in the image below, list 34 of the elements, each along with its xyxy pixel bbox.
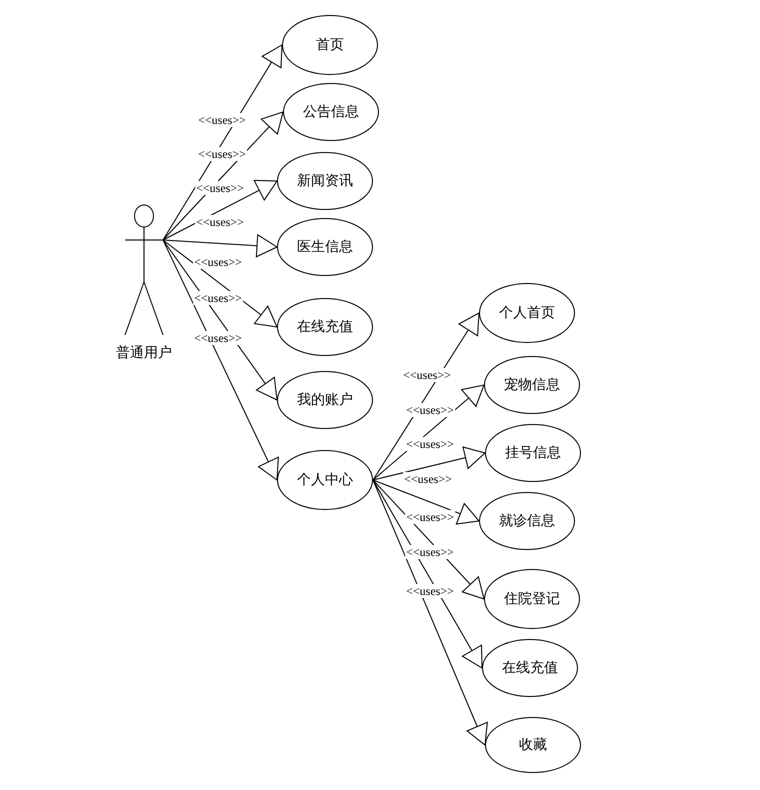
edge-label: <<uses>> <box>402 368 452 382</box>
edge-label: <<uses>> <box>405 437 455 451</box>
edge-label: <<uses>> <box>195 181 245 195</box>
edge-label: <<uses>> <box>405 510 455 524</box>
use-case-name: 我的账户 <box>297 391 353 409</box>
association-arrow <box>372 446 486 480</box>
use-case-name: 个人首页 <box>499 304 555 322</box>
use-case-name: 挂号信息 <box>505 444 561 462</box>
edge-label: <<uses>> <box>197 147 247 161</box>
edge-label: <<uses>> <box>193 331 243 345</box>
use-case-name: 个人中心 <box>297 471 353 489</box>
edge-label: <<uses>> <box>195 215 245 229</box>
association-arrow <box>162 240 279 480</box>
association-arrow <box>162 180 278 240</box>
use-case-name: 在线充值 <box>297 318 353 336</box>
use-case-name: 在线充值 <box>502 659 558 677</box>
actor-name: 普通用户 <box>116 344 172 362</box>
edge-label: <<uses>> <box>405 584 455 598</box>
use-case-name: 收藏 <box>519 736 547 754</box>
use-case-name: 就诊信息 <box>499 512 555 530</box>
association-arrow <box>162 234 278 258</box>
edge-label: <<uses>> <box>403 472 453 486</box>
use-case-name: 医生信息 <box>297 238 353 256</box>
use-case-name: 新闻资讯 <box>297 172 353 190</box>
edge-label: <<uses>> <box>197 113 247 127</box>
use-case-name: 住院登记 <box>504 590 560 608</box>
edge-label: <<uses>> <box>193 291 243 305</box>
association-arrow <box>372 480 488 746</box>
association-arrow <box>372 480 480 525</box>
use-case-name: 公告信息 <box>303 103 359 121</box>
use-case-name: 首页 <box>316 36 344 54</box>
edge-label: <<uses>> <box>405 403 455 417</box>
use-case-name: 宠物信息 <box>504 376 560 394</box>
edge-label: <<uses>> <box>405 545 455 559</box>
